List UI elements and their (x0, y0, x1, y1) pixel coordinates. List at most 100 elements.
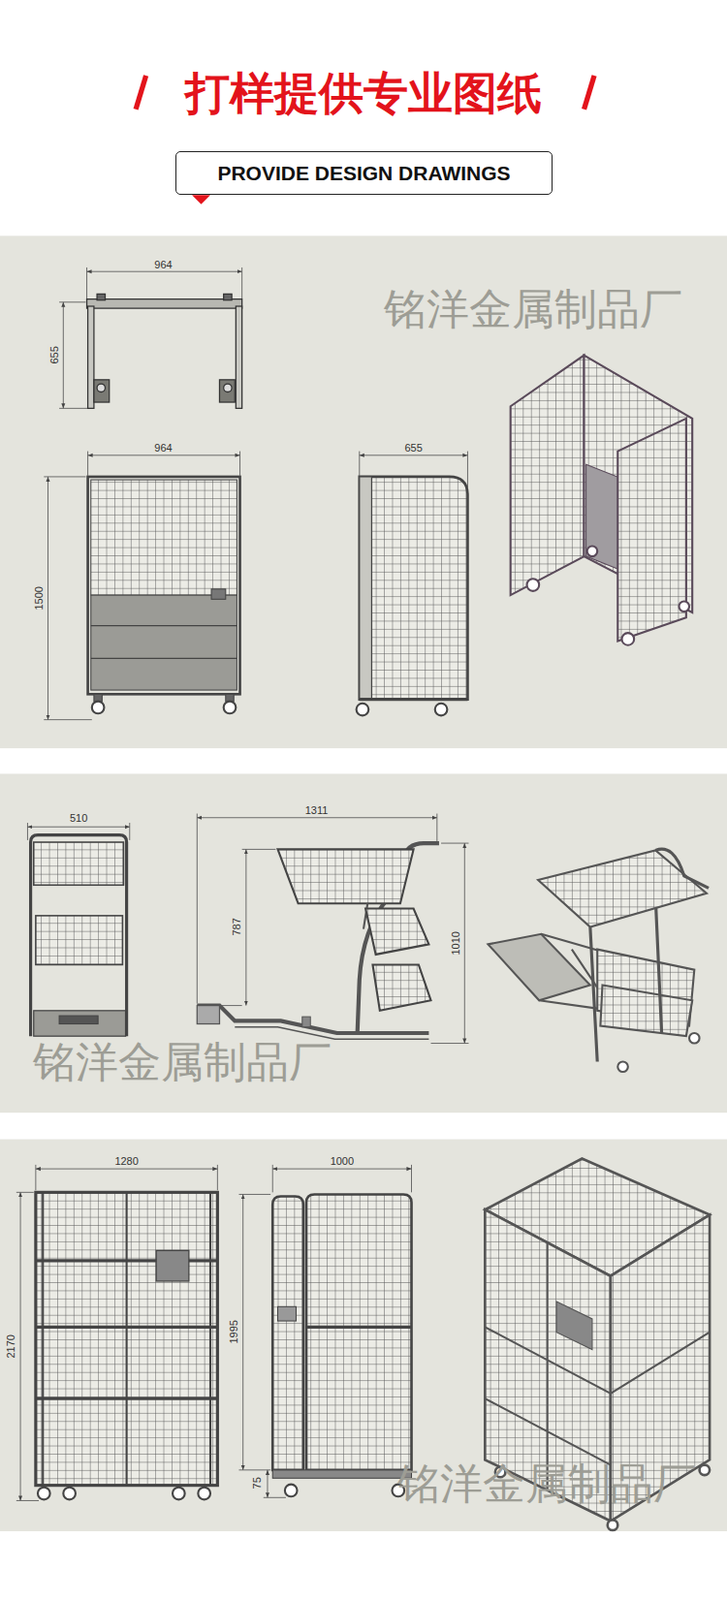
artwork (0, 75, 727, 1532)
circle-shape (527, 578, 540, 592)
line-shape (359, 454, 469, 456)
rect-shape (219, 379, 235, 403)
rect-shape (225, 694, 234, 701)
circle-shape (37, 1487, 51, 1501)
line-shape (272, 1169, 411, 1170)
rect-shape (33, 1011, 127, 1037)
path-shape (87, 267, 243, 300)
panel-ground (0, 1139, 727, 1532)
rect-shape (88, 476, 241, 695)
line-shape (87, 271, 243, 273)
path-shape (306, 1326, 411, 1329)
rect-shape (359, 476, 373, 700)
path-shape (655, 849, 709, 888)
rect-shape (272, 1470, 411, 1479)
path-shape (238, 1194, 271, 1470)
dimension-value: 1500 (32, 584, 46, 612)
panel-ground (0, 773, 727, 1113)
path-shape (27, 822, 129, 841)
dimension-value: 2170 (4, 1332, 18, 1360)
circle-shape (96, 383, 105, 392)
rect-shape (59, 1015, 98, 1024)
polygon-shape (365, 908, 429, 954)
cart-side-view (356, 476, 469, 716)
dimension-value: 655 (402, 442, 424, 455)
cart-3d-view (510, 355, 693, 646)
line-shape (464, 843, 466, 1044)
circle-shape (587, 546, 599, 558)
circle-shape (689, 1033, 700, 1044)
circle-shape (678, 600, 690, 612)
rect-shape (91, 479, 238, 596)
polygon-shape (556, 1301, 593, 1351)
dimension-value: 964 (152, 258, 174, 272)
dimension-value: 787 (230, 916, 244, 938)
line-shape (20, 1192, 22, 1501)
path-shape (35, 1165, 218, 1191)
cart-top-view (87, 293, 243, 409)
path-shape (234, 1027, 429, 1041)
line-shape (63, 302, 64, 410)
circle-shape (63, 1487, 76, 1501)
rect-shape (156, 1250, 190, 1282)
circle-shape (223, 383, 232, 392)
polygon-shape (537, 850, 707, 927)
path-shape (218, 849, 276, 1006)
dimension-lines (16, 267, 470, 1501)
path-shape (42, 1192, 211, 1486)
trolley-front-view (31, 835, 127, 1038)
polygon-shape (600, 985, 693, 1038)
circle-shape (435, 703, 448, 717)
path-shape (272, 1197, 304, 1471)
trolley-3d-view (488, 849, 710, 1073)
dimension-value: 510 (67, 812, 90, 825)
path-shape (272, 1165, 411, 1193)
path-shape (359, 476, 469, 700)
path-shape (59, 302, 88, 410)
path-shape (88, 451, 241, 476)
dimension-value: 75 (251, 1475, 264, 1491)
dimension-value: 1311 (303, 804, 331, 818)
circle-shape (223, 701, 237, 715)
pointer-triangle (191, 194, 211, 204)
dimension-value: 1010 (448, 929, 462, 957)
line-shape (35, 1169, 218, 1170)
rect-shape (302, 1016, 311, 1028)
line-shape (266, 1470, 268, 1498)
rect-shape (278, 1306, 297, 1322)
line-shape (47, 476, 49, 721)
path-shape (263, 1497, 286, 1499)
path-shape (484, 1242, 710, 1491)
rect-shape (87, 299, 243, 309)
rect-shape (94, 379, 110, 403)
slash (584, 75, 596, 110)
line-shape (88, 454, 241, 456)
polygon-shape (372, 964, 431, 1011)
rect-shape (235, 306, 242, 409)
heading-text: PROVIDE DESIGN DRAWINGS (217, 161, 510, 186)
rect-shape (33, 842, 125, 886)
dimension-value: 1280 (112, 1155, 140, 1169)
watermark: 铭洋金属制品厂 (32, 1040, 332, 1087)
polygon-shape (617, 418, 687, 642)
rect-shape (94, 694, 102, 701)
dimension-value: 655 (48, 344, 62, 366)
rect-shape (35, 1192, 218, 1486)
rect-shape (35, 916, 124, 966)
cage-front-view (35, 1192, 218, 1500)
dimension-value: 1995 (227, 1318, 241, 1346)
panel-ground (0, 235, 727, 749)
path-shape (359, 697, 469, 701)
cart-front-view (88, 476, 241, 714)
circle-shape (617, 1062, 629, 1074)
path-shape (35, 1261, 218, 1399)
rect-shape (91, 595, 238, 691)
page-title: 打样提供专业图纸 (185, 68, 542, 119)
circle-shape (699, 1465, 711, 1477)
dimension-value: 964 (152, 442, 174, 455)
dimension-value: 1000 (328, 1155, 356, 1169)
watermark: 铭洋金属制品厂 (383, 286, 683, 334)
path-shape (196, 1006, 429, 1034)
